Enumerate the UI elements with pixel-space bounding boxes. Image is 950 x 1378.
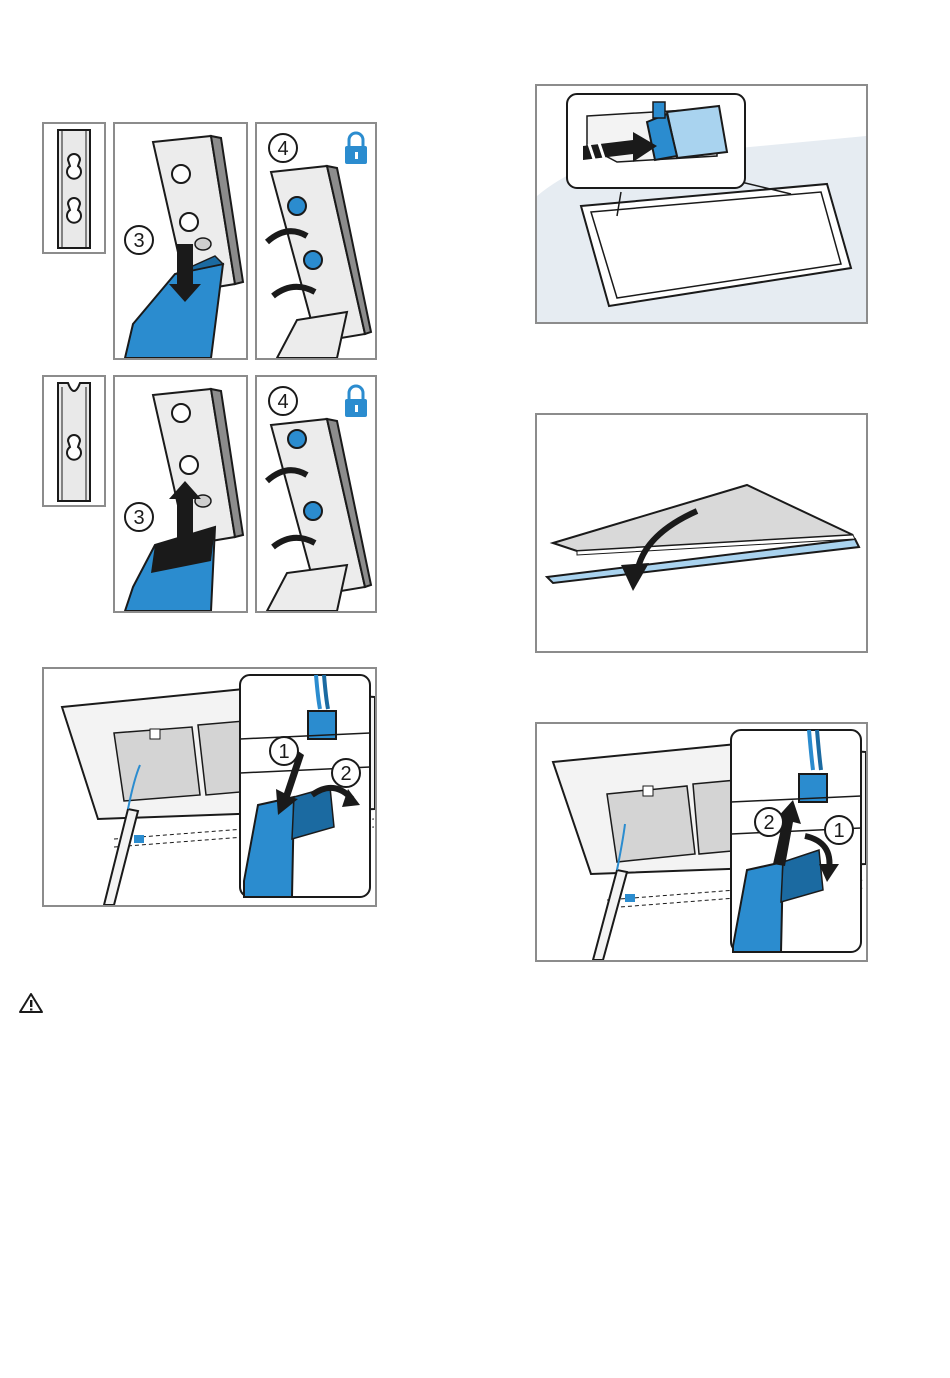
filter-fold-down-panel (535, 413, 868, 653)
connect-cable-illustration: 1 2 (44, 669, 375, 905)
tighten-panel-2: 4 (255, 375, 377, 613)
step-marker-2: 2 (755, 808, 783, 836)
open-keyhole-rail-illustration (44, 377, 104, 505)
tighten-panel-1: 4 (255, 122, 377, 360)
step-marker-3: 3 (125, 503, 153, 531)
step-marker-2: 2 (332, 759, 360, 787)
tighten-illustration: 4 (257, 124, 375, 358)
disconnect-cable-panel: 2 1 (535, 722, 868, 962)
svg-text:1: 1 (833, 820, 844, 842)
disconnect-cable-illustration: 2 1 (537, 724, 866, 960)
svg-text:4: 4 (277, 391, 288, 413)
svg-text:3: 3 (133, 230, 144, 252)
tighten-illustration: 4 (257, 377, 375, 611)
warning-triangle-icon (18, 992, 44, 1019)
latch-detail-inset (567, 94, 745, 188)
slide-up-panel: 3 (113, 375, 248, 613)
filter-release-illustration (537, 86, 866, 322)
slide-up-illustration: 3 (115, 377, 246, 611)
step-marker-4: 4 (269, 387, 297, 415)
step-marker-4: 4 (269, 134, 297, 162)
rail-keyhole-panel-1 (42, 122, 106, 254)
step-marker-1: 1 (270, 737, 298, 765)
svg-text:3: 3 (133, 507, 144, 529)
connect-detail-inset: 1 2 (240, 675, 370, 897)
svg-text:4: 4 (277, 138, 288, 160)
keyhole-rail-illustration (44, 124, 104, 252)
disconnect-detail-inset: 2 1 (731, 730, 861, 952)
rail-keyhole-panel-2 (42, 375, 106, 507)
slide-down-panel: 3 (113, 122, 248, 360)
svg-text:1: 1 (278, 741, 289, 763)
lock-icon (345, 386, 367, 417)
connect-cable-panel: 1 2 (42, 667, 377, 907)
filter-fold-down-illustration (537, 415, 866, 651)
lock-icon (345, 133, 367, 164)
filter-release-panel (535, 84, 868, 324)
slide-down-illustration: 3 (115, 124, 246, 358)
step-marker-1: 1 (825, 816, 853, 844)
svg-text:2: 2 (340, 763, 351, 785)
svg-text:2: 2 (763, 812, 774, 834)
step-marker-3: 3 (125, 226, 153, 254)
